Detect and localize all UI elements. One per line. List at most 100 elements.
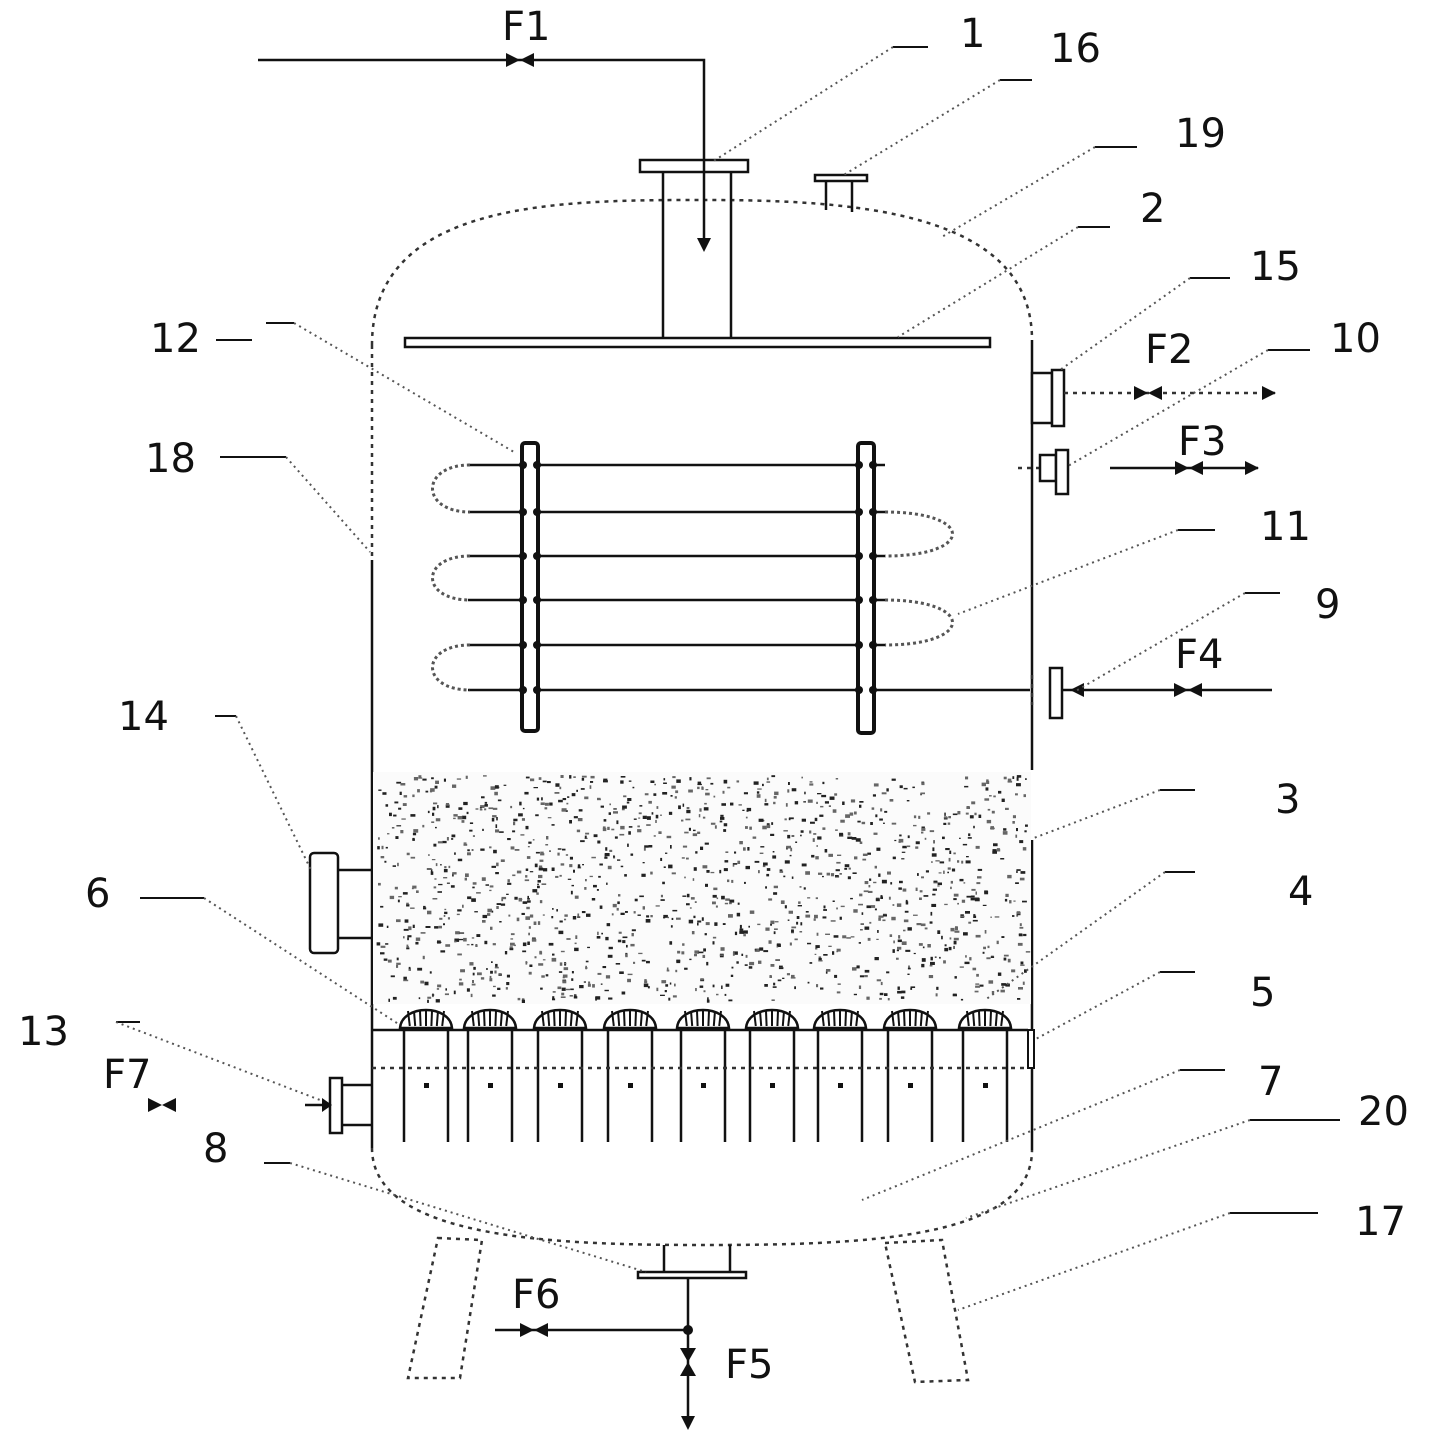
packing-particle bbox=[385, 943, 389, 945]
packing-particle bbox=[453, 814, 458, 817]
packing-particle bbox=[950, 886, 952, 890]
valve-f7[interactable] bbox=[148, 1098, 176, 1112]
packing-particle bbox=[738, 804, 742, 806]
packing-particle bbox=[477, 972, 482, 976]
packing-particle bbox=[799, 931, 803, 933]
cap-slot bbox=[477, 1010, 481, 1027]
valve-f4[interactable] bbox=[1174, 683, 1202, 697]
packing-particle bbox=[864, 881, 869, 885]
packing-particle bbox=[1016, 870, 1018, 873]
cap-slot bbox=[569, 1010, 573, 1027]
packing-particle bbox=[435, 863, 438, 867]
packing-particle bbox=[650, 915, 653, 918]
packing-particle bbox=[663, 782, 667, 784]
packing-particle bbox=[415, 941, 419, 945]
packing-particle bbox=[771, 822, 774, 825]
packing-particle bbox=[467, 852, 471, 856]
cap-slot bbox=[541, 1010, 545, 1027]
packing-particle bbox=[540, 853, 545, 856]
cap-slot bbox=[765, 1010, 768, 1027]
packing-particle bbox=[397, 899, 400, 903]
packing-particle bbox=[398, 807, 402, 810]
packing-particle bbox=[416, 890, 419, 893]
packing-particle bbox=[564, 962, 567, 965]
packing-particle bbox=[844, 867, 848, 870]
packing-particle bbox=[730, 802, 734, 806]
packing-particle bbox=[866, 996, 870, 1000]
packing-particle bbox=[774, 921, 779, 923]
packing-particle bbox=[615, 963, 621, 965]
packing-particle bbox=[719, 954, 724, 956]
packing-particle bbox=[653, 835, 656, 837]
packing-particle bbox=[412, 885, 417, 889]
packing-particle bbox=[429, 971, 432, 974]
packing-particle bbox=[799, 886, 802, 888]
packing-particle bbox=[694, 950, 700, 954]
packing-particle bbox=[850, 897, 853, 900]
packing-particle bbox=[437, 891, 442, 893]
packing-particle bbox=[774, 928, 778, 930]
packing-particle bbox=[859, 841, 863, 844]
packing-particle bbox=[861, 821, 866, 825]
packing-particle bbox=[613, 808, 617, 810]
packing-particle bbox=[878, 873, 881, 877]
packing-particle bbox=[864, 926, 870, 930]
packing-particle bbox=[567, 796, 570, 798]
packing-particle bbox=[647, 986, 650, 989]
packing-particle bbox=[406, 904, 410, 907]
packing-particle bbox=[887, 871, 891, 875]
packing-particle bbox=[1016, 911, 1021, 915]
cap-slot bbox=[972, 1010, 976, 1027]
packing-particle bbox=[903, 929, 906, 932]
valve-f5[interactable] bbox=[680, 1348, 696, 1376]
packing-particle bbox=[932, 847, 935, 852]
packing-particle bbox=[987, 945, 990, 949]
packing-particle bbox=[873, 881, 877, 884]
valve-f1[interactable] bbox=[506, 53, 534, 67]
packing-particle bbox=[644, 979, 647, 981]
packing-particle bbox=[1016, 828, 1018, 832]
packing-particle bbox=[605, 975, 611, 979]
packing-particle bbox=[927, 812, 931, 815]
packing-particle bbox=[446, 837, 449, 841]
packing-particle bbox=[931, 861, 933, 863]
packing-particle bbox=[842, 935, 847, 939]
packing-particle bbox=[794, 801, 799, 805]
packing-particle bbox=[422, 824, 425, 828]
packing-particle bbox=[847, 876, 851, 880]
valve-f2[interactable] bbox=[1134, 386, 1162, 400]
valve-f6[interactable] bbox=[520, 1323, 548, 1337]
packing-particle bbox=[432, 898, 438, 900]
packing-particle bbox=[789, 854, 792, 857]
packing-particle bbox=[880, 896, 883, 899]
packing-particle bbox=[437, 841, 443, 844]
packing-particle bbox=[699, 808, 702, 812]
packing-particle bbox=[585, 965, 587, 970]
bottom-head bbox=[370, 1147, 1034, 1247]
packing-particle bbox=[590, 781, 594, 783]
packing-particle bbox=[720, 814, 724, 817]
packing-particle bbox=[676, 959, 681, 964]
packing-particle bbox=[822, 916, 827, 919]
cap-slot bbox=[611, 1010, 615, 1027]
packing-particle bbox=[695, 988, 697, 992]
packing-particle bbox=[469, 822, 474, 824]
cap-slot bbox=[827, 1010, 831, 1027]
packing-particle bbox=[538, 874, 543, 879]
packing-particle bbox=[920, 923, 926, 927]
packing-particle bbox=[587, 983, 591, 987]
packing-particle bbox=[552, 996, 555, 1000]
packing-particle bbox=[773, 892, 778, 895]
packing-particle bbox=[818, 957, 822, 961]
packing-particle bbox=[484, 808, 487, 811]
packing-particle bbox=[516, 917, 520, 922]
label-1: 1 bbox=[960, 11, 985, 57]
packing-particle bbox=[703, 807, 709, 811]
valve-label-f2: F2 bbox=[1145, 327, 1193, 373]
packing-particle bbox=[805, 911, 809, 913]
packing-particle bbox=[739, 841, 743, 845]
packing-particle bbox=[621, 991, 626, 995]
valve-f3[interactable] bbox=[1175, 461, 1203, 475]
packing-particle bbox=[539, 951, 543, 955]
packing-particle bbox=[619, 833, 625, 836]
